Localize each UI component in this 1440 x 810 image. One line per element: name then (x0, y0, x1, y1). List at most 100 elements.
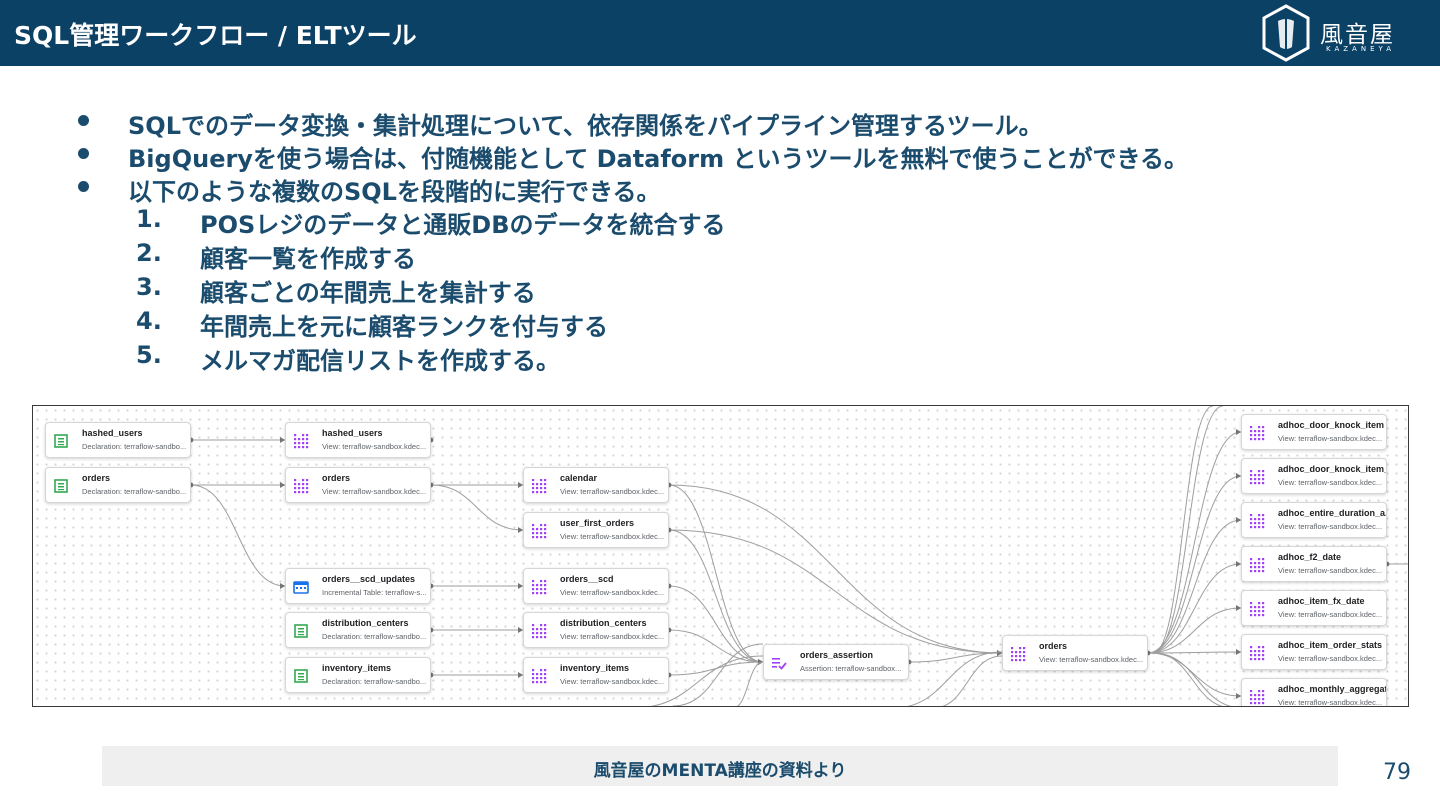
view-icon (1249, 645, 1265, 661)
graph-node[interactable]: adhoc_monthly_aggregat...View: terraflow… (1241, 678, 1387, 707)
step-text: 顧客一覧を作成する (200, 245, 416, 273)
step-item: 3.顧客ごとの年間売上を集計する (78, 273, 1378, 307)
graph-arrowhead (518, 627, 523, 633)
graph-node-description: View: terraflow-sandbox.kdec... (1278, 654, 1383, 663)
graph-node-description: Declaration: terraflow-sandbo... (82, 487, 187, 496)
step-text: POSレジのデータと通販DBのデータを統合する (200, 211, 726, 239)
graph-edge (1147, 607, 1242, 654)
view-icon (1249, 469, 1265, 485)
view-icon (293, 433, 309, 449)
graph-edge (430, 484, 524, 531)
declaration-icon (293, 668, 309, 684)
graph-edge (1147, 651, 1242, 654)
graph-node-description: Incremental Table: terraflow-s... (322, 588, 427, 597)
graph-node-description: View: terraflow-sandbox.kdec... (1278, 610, 1383, 619)
graph-node-name: orders_assertion (800, 650, 874, 660)
graph-node-name: adhoc_door_knock_item_... (1278, 464, 1386, 474)
graph-edges (188, 406, 1408, 706)
graph-node-name: adhoc_item_fx_date (1278, 596, 1365, 606)
graph-edge (668, 529, 764, 663)
graph-arrowhead (518, 527, 523, 533)
bullet-text: 以下のような複数のSQLを段階的に実行できる。 (128, 178, 661, 206)
graph-node-description: View: terraflow-sandbox.kdec... (560, 487, 665, 496)
graph-node[interactable]: adhoc_entire_duration_a...View: terraflo… (1241, 502, 1387, 538)
graph-arrowhead (1236, 561, 1241, 567)
graph-edge (668, 484, 1003, 654)
graph-node-description: View: terraflow-sandbox.kdec... (1039, 655, 1144, 664)
graph-arrowhead (518, 583, 523, 589)
graph-node-name: orders__scd_updates (322, 574, 416, 584)
graph-edge (668, 484, 764, 663)
graph-edge (649, 655, 764, 706)
graph-node[interactable]: adhoc_door_knock_item_...View: terraflow… (1241, 458, 1387, 494)
graph-node-description: View: terraflow-sandbox.kdec... (560, 588, 665, 597)
incremental-icon (293, 579, 309, 595)
graph-edge (1147, 652, 1242, 697)
bullet-text: SQLでのデータ変換・集計処理について、依存関係をパイプライン管理するツール。 (128, 112, 1043, 140)
graph-edge (668, 629, 764, 663)
graph-node-name: user_first_orders (560, 518, 635, 528)
view-icon (293, 478, 309, 494)
graph-node-description: Declaration: terraflow-sandbo... (82, 442, 187, 451)
graph-arrowhead (1236, 473, 1241, 479)
graph-edge (672, 643, 764, 706)
graph-node-name: adhoc_f2_date (1278, 552, 1342, 562)
graph-node-description: View: terraflow-sandbox.kdec... (1278, 434, 1383, 443)
graph-edge (1147, 475, 1242, 654)
step-item: 2. 顧客一覧を作成する (78, 239, 1378, 273)
graph-node-name: adhoc_entire_duration_a... (1278, 508, 1386, 518)
bullet-item: SQLでのデータ変換・集計処理について、依存関係をパイプライン管理するツール。 (78, 106, 1378, 140)
kazaneya-logo-icon (1262, 4, 1310, 62)
graph-node-description: View: terraflow-sandbox.kdec... (1278, 566, 1383, 575)
view-icon (531, 668, 547, 684)
graph-node-name: adhoc_item_order_stats (1278, 640, 1383, 650)
bullet-list: SQLでのデータ変換・集計処理について、依存関係をパイプライン管理するツール。 … (78, 106, 1378, 375)
bullet-item: BigQueryを使う場合は、付随機能として Dataform というツールを無… (78, 139, 1378, 173)
graph-node-description: Assertion: terraflow-sandbox... (800, 664, 902, 673)
graph-node-name: hashed_users (82, 428, 143, 438)
slide-title: SQL管理ワークフロー / ELTツール (14, 21, 417, 50)
graph-node-name: orders (82, 473, 111, 483)
step-number: 2. (136, 239, 162, 267)
declaration-icon (53, 478, 69, 494)
graph-arrowhead (280, 482, 285, 488)
graph-edge (1147, 563, 1242, 654)
view-icon (1249, 513, 1265, 529)
graph-arrowhead (1236, 693, 1241, 699)
graph-arrowhead (1236, 517, 1241, 523)
bullet-dot (78, 181, 89, 192)
graph-node-description: View: terraflow-sandbox.kdec... (560, 632, 665, 641)
graph-node-name: hashed_users (322, 428, 383, 438)
graph-edge (1147, 431, 1242, 654)
graph-node-name: distribution_centers (560, 618, 647, 628)
view-icon (531, 523, 547, 539)
graph-arrowhead (280, 583, 285, 589)
view-icon (1249, 601, 1265, 617)
view-icon (1249, 557, 1265, 573)
graph-node-name: orders (1039, 641, 1068, 651)
graph-edge (668, 529, 1003, 654)
graph-node-description: View: terraflow-sandbox.kdec... (322, 487, 427, 496)
graph-node-description: View: terraflow-sandbox.kdec... (1278, 698, 1383, 707)
graph-edge (1152, 652, 1232, 706)
step-text: 顧客ごとの年間売上を集計する (200, 279, 536, 307)
